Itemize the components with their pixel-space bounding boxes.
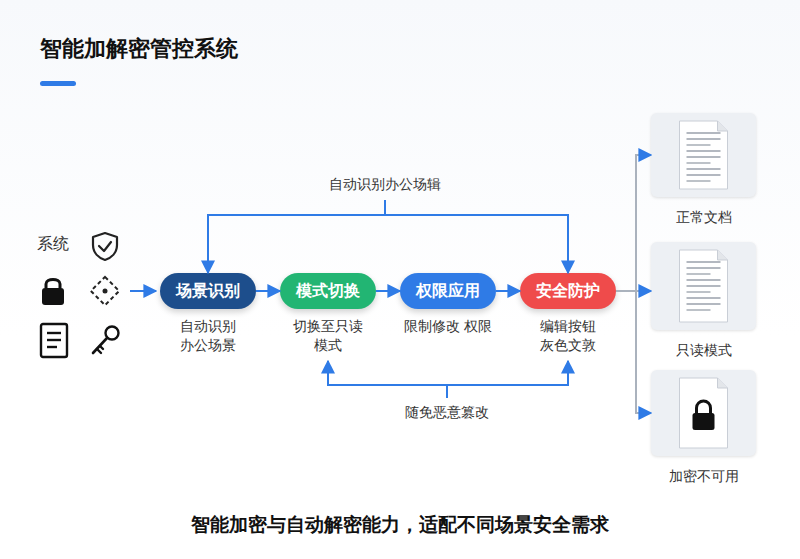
text-line (687, 261, 721, 262)
paper-fold (718, 378, 728, 388)
text-line (687, 297, 721, 298)
text-line (687, 180, 711, 181)
box-title: 权限应用 (416, 281, 480, 302)
flow-arrow (376, 290, 400, 292)
paper-sheet (680, 250, 728, 322)
paper-fold (718, 250, 728, 260)
lock-shackle (697, 401, 711, 413)
document-card: 正常文档 (651, 113, 756, 197)
text-line (687, 303, 721, 304)
box-description: 编辑按钮 灰色文敦 (523, 317, 613, 355)
text-line (687, 168, 721, 169)
text-label: 系统 (37, 234, 69, 255)
box-title: 安全防护 (536, 281, 600, 302)
flow-arrow (616, 291, 651, 413)
text-line (687, 162, 711, 163)
shield-icon (93, 233, 117, 260)
title-underline (40, 81, 76, 86)
lock-body (693, 413, 715, 430)
paper-sheet (680, 121, 728, 189)
flow-arrow (616, 290, 651, 292)
text-line (687, 291, 711, 292)
document-illustration (651, 242, 756, 330)
document-label: 只读模式 (634, 342, 774, 360)
flow-arrow (256, 290, 280, 292)
label-stub (384, 200, 386, 215)
paper-fold (718, 121, 728, 131)
text-line (687, 150, 721, 151)
document-card: 只读模式 (651, 242, 756, 330)
text-line (687, 279, 721, 280)
flow-arrow (208, 215, 568, 273)
diagram-caption: 智能加密与自动解密能力，适配不同场景安全需求 (191, 512, 609, 538)
box-title: 模式切换 (296, 281, 360, 302)
document-label: 正常文档 (634, 209, 774, 227)
output-bracket (635, 155, 637, 413)
box-title: 场景识别 (176, 281, 240, 302)
process-box: 模式切换切换至只读 模式 (280, 273, 376, 309)
text-line (687, 132, 721, 133)
box-description: 限制修改 权限 (403, 317, 493, 336)
flow-arrow (328, 361, 568, 385)
input-arrow (130, 290, 156, 292)
edge-label: 自动识别办公场辑 (329, 176, 441, 194)
key-icon (93, 327, 119, 354)
text-line (687, 174, 721, 175)
document-illustration (651, 113, 756, 197)
document-illustration (651, 370, 756, 456)
text-line (687, 144, 711, 145)
text-line (687, 285, 721, 286)
process-box: 安全防护编辑按钮 灰色文敦 (520, 273, 616, 309)
flow-arrow (616, 155, 651, 291)
document-label: 加密不可用 (634, 468, 774, 486)
text-line (687, 156, 721, 157)
text-line (687, 267, 721, 268)
dashed-diamond-icon (91, 277, 119, 305)
document-card: 加密不可用 (651, 370, 756, 456)
label-stub (446, 385, 448, 398)
document-icon (41, 324, 67, 357)
text-line (687, 273, 711, 274)
box-description: 自动识别 办公场景 (163, 317, 253, 355)
process-box: 权限应用限制修改 权限 (400, 273, 496, 309)
lock-icon (42, 280, 64, 306)
text-line (687, 309, 711, 310)
box-description: 切换至只读 模式 (283, 317, 373, 355)
paper-sheet (680, 378, 728, 448)
edge-label: 随免恶意篡改 (405, 404, 489, 422)
diagram-title: 智能加解密管控系统 (40, 34, 238, 64)
text-line (687, 138, 721, 139)
flow-arrow (496, 290, 520, 292)
process-box: 场景识别自动识别 办公场景 (160, 273, 256, 309)
